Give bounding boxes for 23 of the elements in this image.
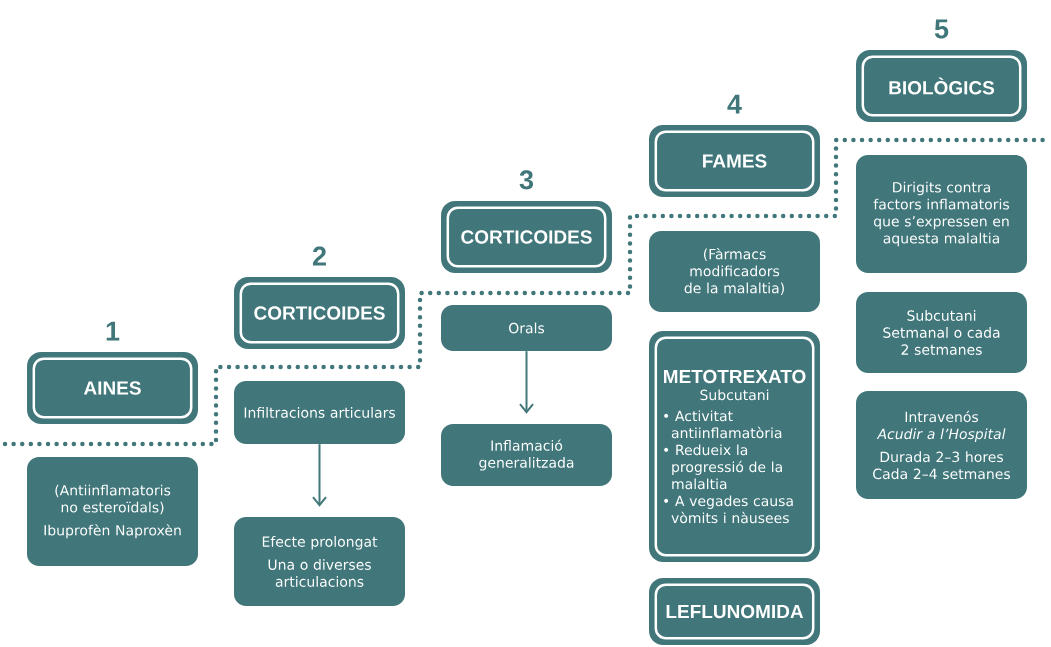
info-box: (Fàrmacs modificadors de la malaltia) (649, 231, 820, 312)
arrow (312, 443, 327, 507)
step-number: 4 (727, 94, 742, 114)
info-box: Orals (441, 305, 612, 351)
info-box: (Antiinflamatoris no esteroïdals) Ibuprofèn Naproxèn (27, 457, 198, 566)
category-box: AINES (27, 352, 198, 424)
step-number: 3 (519, 170, 534, 190)
step-number: 1 (106, 321, 120, 341)
category-box: FAMES (649, 125, 820, 197)
info-box: Infiltracions articulars (234, 381, 405, 444)
arrow (519, 350, 534, 414)
drug-box: METOTREXATO Subcutani • Activitat antiinflamatòria • Redueix la progressió de la malaltia • A vegades causa vòmits i nàusees (649, 331, 820, 562)
category-box: BIOLÒGICS (856, 50, 1027, 122)
step-number: 5 (934, 19, 949, 39)
info-box: Intravenós Acudir a l’Hospital Durada 2–3 hores Cada 2–4 setmanes (856, 391, 1027, 499)
category-box: CORTICOIDES (441, 201, 612, 273)
info-box: Subcutani Setmanal o cada 2 setmanes (856, 292, 1027, 373)
category-box: LEFLUNOMIDA (649, 578, 820, 645)
info-box: Efecte prolongat Una o diverses articulacions (234, 517, 405, 606)
category-box: CORTICOIDES (234, 277, 405, 349)
step-number: 2 (312, 246, 326, 266)
info-box: Inflamació generalitzada (441, 424, 612, 486)
info-box: Dirigits contra factors inflamatoris que s’expressen en aquesta malaltia (856, 155, 1027, 273)
